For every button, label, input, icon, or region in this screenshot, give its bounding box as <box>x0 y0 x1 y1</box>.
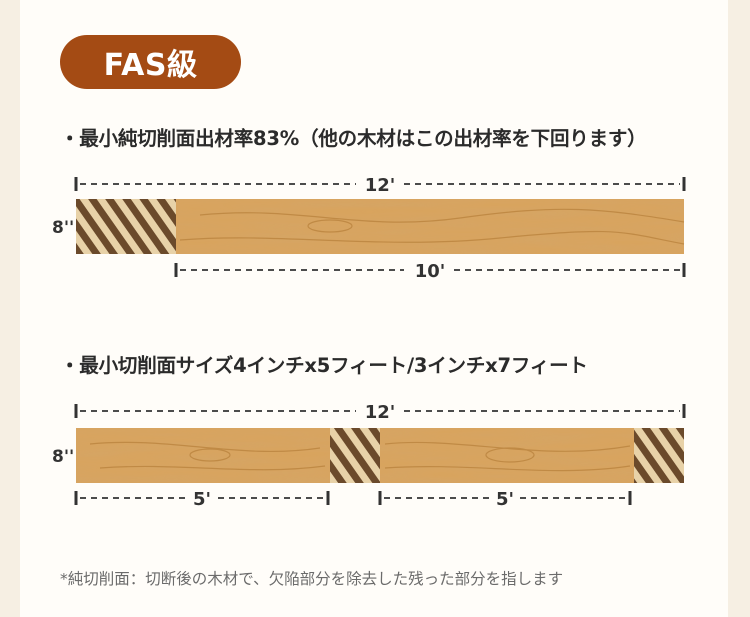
section2-heading: ・最小切削面サイズ4インチx5フィート/3インチx7フィート <box>60 354 588 377</box>
content-panel <box>20 0 728 617</box>
section1-board <box>76 199 685 254</box>
section2-board <box>76 428 684 483</box>
section2-segment1-label: 5' <box>193 489 211 510</box>
section2-width-label: 8'' <box>52 447 74 467</box>
section2-bottom-dimension: 5' 5' <box>74 489 632 510</box>
section1-width-label: 8'' <box>52 218 74 238</box>
section2-total-length-label: 12' <box>365 402 396 423</box>
section2-segment2-label: 5' <box>496 489 514 510</box>
section1-defect-area <box>76 199 176 254</box>
section1-top-dimension: 12' <box>74 175 686 196</box>
section1-clear-length-label: 10' <box>415 261 446 282</box>
footnote: *純切削面：切断後の木材で、欠陥部分を除去した残った部分を指します <box>60 570 564 588</box>
grade-badge: FAS級 <box>60 35 241 89</box>
section2-defect-area-1 <box>330 428 380 483</box>
section2-defect-area-2 <box>634 428 684 483</box>
section2-top-dimension: 12' <box>74 402 686 423</box>
section1-total-length-label: 12' <box>365 175 396 196</box>
section1-heading: ・最小純切削面出材率83%（他の木材はこの出材率を下回ります） <box>60 127 647 150</box>
section1-bottom-dimension: 10' <box>174 261 686 282</box>
